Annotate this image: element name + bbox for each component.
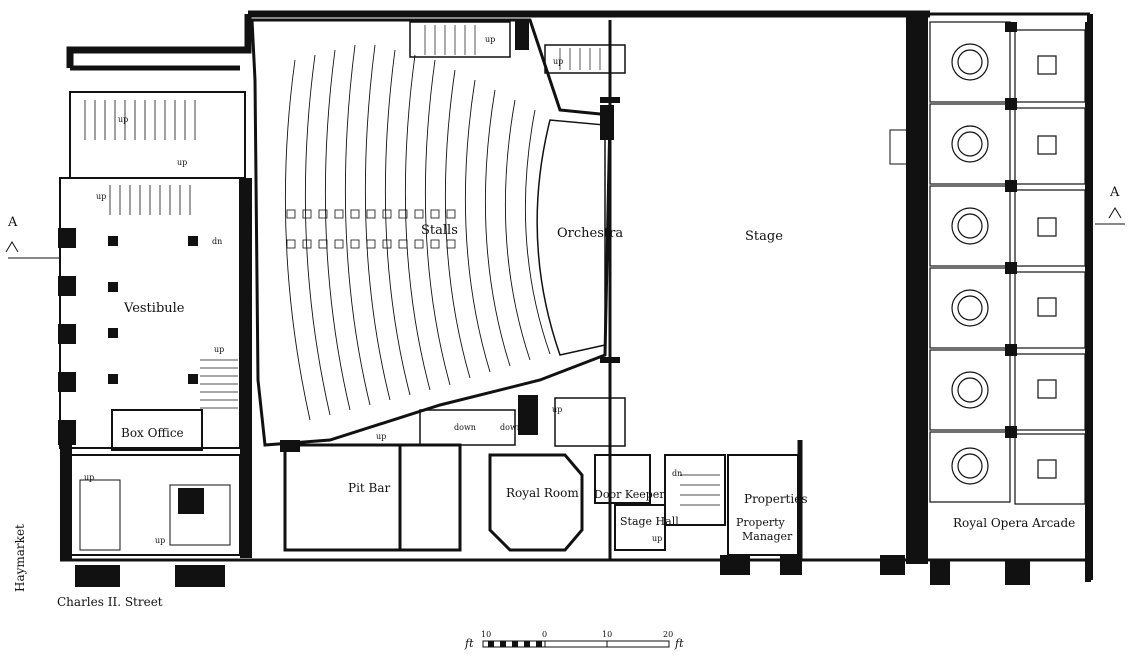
label-vestibule: Vestibule (124, 301, 185, 316)
stair-up-mark: up (214, 345, 225, 354)
top-stair-1 (409, 21, 511, 58)
stair-down-mark: dn (672, 469, 683, 478)
auditorium-wall (250, 18, 612, 447)
section-arrow-left (5, 241, 19, 253)
lower-stair-3 (554, 397, 626, 447)
section-marker-right: A (1110, 185, 1120, 200)
stair-up-mark: up (84, 473, 95, 482)
stair-up-mark: up (177, 158, 188, 167)
label-haymarket: Haymarket (13, 524, 27, 592)
stair-up-mark: up (553, 57, 564, 66)
facade-piers (58, 178, 252, 560)
stair-down-mark: dn (212, 237, 223, 246)
scale-tick-label: 10 (481, 630, 492, 639)
stage-right-wall (906, 14, 928, 564)
stair-treads-2 (200, 359, 238, 409)
stage-hall-room (614, 504, 666, 551)
stair-treads-1 (84, 100, 196, 215)
label-door-keeper: Door Keeper (594, 488, 665, 501)
label-orchestra: Orchestra (557, 226, 624, 241)
stair-up-mark: up (552, 405, 563, 414)
entrance-stair (69, 91, 246, 179)
door-keeper-room (594, 454, 651, 504)
stair-up-mark: up (155, 536, 166, 545)
arcade-piers (930, 22, 1091, 585)
section-marker-left: A (8, 215, 18, 230)
stair-up-mark: up (118, 115, 129, 124)
orchestra-pit (536, 119, 606, 356)
outer-wall-upper-left (66, 14, 252, 68)
section-arrow-right (1108, 207, 1122, 219)
lower-piers (280, 20, 905, 575)
label-properties: Properties (744, 492, 808, 506)
pit-bar-room (283, 443, 402, 552)
label-manager: Manager (742, 530, 793, 543)
scale-bar (482, 640, 670, 648)
scale-unit-left: ft (465, 637, 474, 650)
label-pit-bar: Pit Bar (348, 481, 391, 495)
lower-stair (79, 479, 121, 551)
properties-room (727, 454, 799, 556)
scale-tick-label: 20 (663, 630, 674, 639)
lower-stair-4 (419, 409, 516, 446)
lower-left-block (69, 454, 241, 556)
stair-up-mark: up (96, 192, 107, 201)
stair-up-mark: up (485, 35, 496, 44)
stall-rows (284, 44, 551, 421)
stage-side-door (889, 129, 909, 165)
label-royal-room: Royal Room (506, 486, 579, 500)
stair-up-mark: up (376, 432, 387, 441)
lower-stair-2 (169, 484, 231, 546)
lower-room-2 (398, 443, 462, 552)
box-office-outline (111, 409, 203, 451)
stair-room (664, 454, 726, 526)
top-stair-2 (544, 44, 626, 74)
stair-down-mark: down (500, 423, 522, 432)
scale-tick-label: 0 (542, 630, 548, 639)
label-stalls: Stalls (421, 223, 458, 238)
label-royal-opera-arcade: Royal Opera Arcade (953, 516, 1076, 530)
label-box-office: Box Office (121, 426, 184, 440)
label-stage-hall: Stage Hall (620, 515, 679, 528)
label-charles-ii-street: Charles II. Street (57, 595, 163, 609)
royal-room (488, 453, 584, 552)
stall-seats (286, 209, 456, 249)
stair-up-mark: up (652, 534, 663, 543)
label-stage: Stage (745, 229, 783, 244)
proscenium (600, 97, 620, 363)
label-property: Property (736, 516, 785, 529)
scale-unit-right: ft (675, 637, 684, 650)
vestibule-columns (108, 236, 198, 384)
stair-down-mark: down (454, 423, 476, 432)
scale-tick-label: 10 (602, 630, 613, 639)
